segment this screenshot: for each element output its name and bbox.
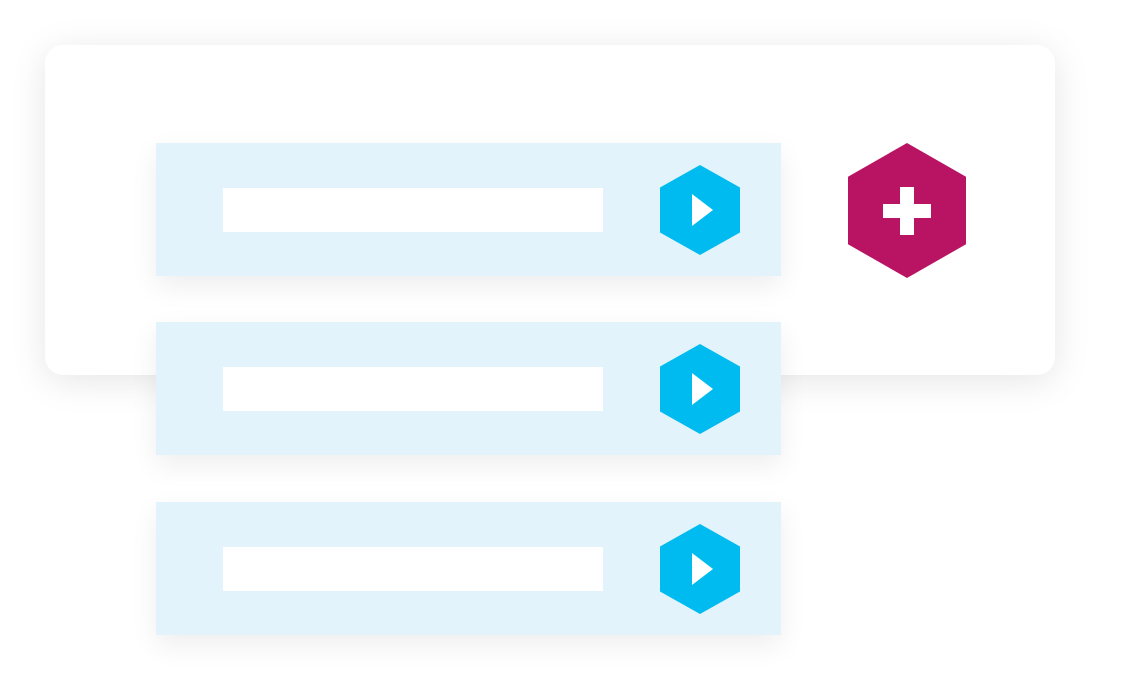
list-item-2-field[interactable] bbox=[223, 367, 603, 411]
add-button[interactable] bbox=[848, 143, 966, 278]
list-item-1 bbox=[156, 143, 781, 276]
list-item-1-play-button[interactable] bbox=[660, 165, 740, 255]
plus-icon bbox=[848, 143, 966, 278]
list-item-1-field[interactable] bbox=[223, 188, 603, 232]
list-item-3 bbox=[156, 502, 781, 635]
play-icon bbox=[660, 524, 740, 614]
play-icon bbox=[660, 165, 740, 255]
list-item-2-play-button[interactable] bbox=[660, 344, 740, 434]
play-icon bbox=[660, 344, 740, 434]
list-item-2 bbox=[156, 322, 781, 455]
list-item-3-play-button[interactable] bbox=[660, 524, 740, 614]
list-item-3-field[interactable] bbox=[223, 547, 603, 591]
